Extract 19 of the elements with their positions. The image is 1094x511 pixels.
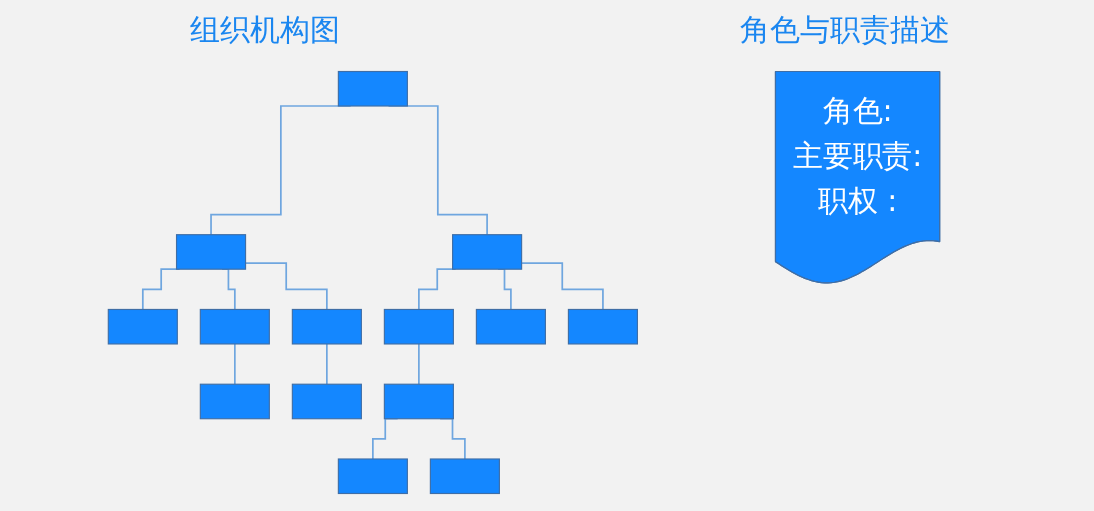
section-heading: 组织机构图 <box>190 11 340 49</box>
node-box <box>199 383 270 420</box>
connector <box>326 343 328 386</box>
section-heading: 角色与职责描述 <box>740 11 950 49</box>
node-box <box>383 308 454 345</box>
node-box <box>337 458 408 495</box>
node-box <box>452 234 523 270</box>
node-box <box>337 70 408 107</box>
node-box <box>475 308 546 345</box>
node-box <box>107 308 178 345</box>
node-box <box>291 308 362 345</box>
node-box <box>175 234 247 270</box>
node-box <box>291 383 362 420</box>
connector <box>233 343 236 386</box>
node-box <box>567 308 638 345</box>
connector <box>418 343 420 386</box>
node-box <box>199 308 270 345</box>
node-box <box>429 458 500 495</box>
node-box <box>383 383 454 420</box>
